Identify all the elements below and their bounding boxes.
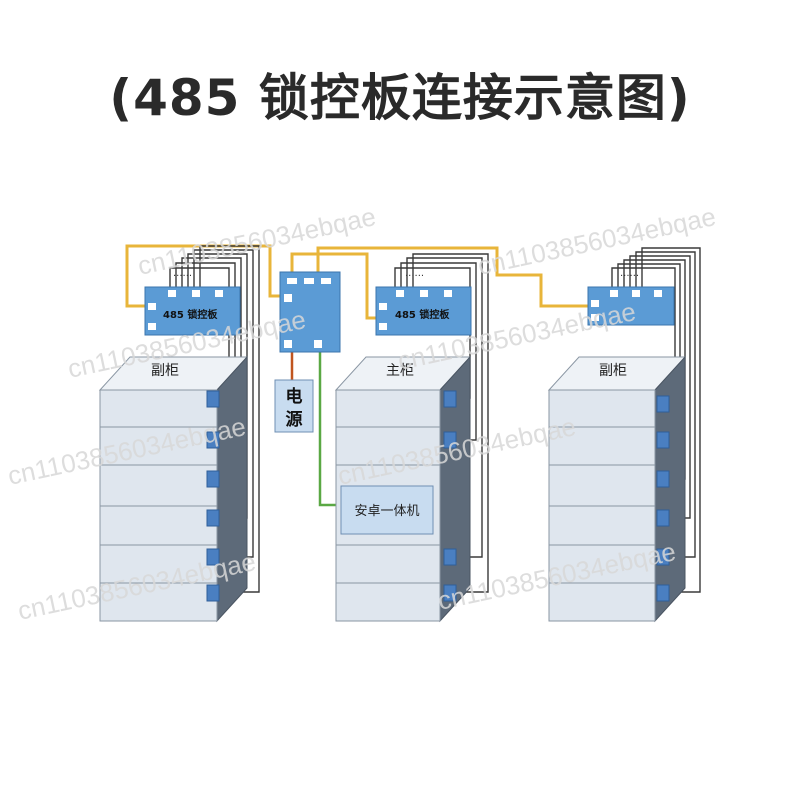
android-terminal bbox=[340, 485, 434, 535]
power-supply-label-2: 源 bbox=[286, 409, 303, 430]
lock-unit bbox=[656, 431, 670, 449]
lock-unit bbox=[443, 548, 457, 566]
lock-unit bbox=[206, 548, 220, 566]
lock-unit bbox=[656, 584, 670, 602]
power-supply: 电 源 bbox=[274, 379, 314, 433]
rs485-bus-wires bbox=[125, 244, 593, 320]
dots-label-main: ...... bbox=[405, 268, 424, 279]
page-title: (485 锁控板连接示意图) bbox=[109, 69, 691, 127]
sub-cabinet-right: 副柜 bbox=[547, 355, 687, 623]
lock-unit bbox=[206, 390, 220, 408]
sub-cabinet-left: 副柜 bbox=[98, 355, 249, 623]
lock-unit bbox=[443, 431, 457, 449]
lock-unit bbox=[443, 584, 457, 602]
main-cabinet-label: 主柜 bbox=[386, 363, 414, 379]
main-cabinet: 安卓一体机 主柜 bbox=[334, 355, 472, 623]
lock-board-main-label: 485 锁控板 bbox=[395, 308, 450, 321]
lock-unit bbox=[206, 431, 220, 449]
sub-cabinet-right-label: 副柜 bbox=[599, 363, 627, 379]
watermark-text: cn1103856034ebqae bbox=[135, 201, 378, 281]
lock-board-left-label: 485 锁控板 bbox=[163, 308, 218, 321]
dots-label-right: ...... bbox=[620, 268, 639, 279]
lock-unit bbox=[656, 548, 670, 566]
lock-unit bbox=[656, 470, 670, 488]
lock-unit bbox=[443, 390, 457, 408]
dots-label-left: ...... bbox=[173, 268, 192, 279]
power-supply-label-1: 电 bbox=[286, 386, 303, 407]
lock-unit bbox=[656, 395, 670, 413]
lock-unit bbox=[656, 509, 670, 527]
lock-unit bbox=[206, 584, 220, 602]
lock-board-left: 485 锁控板 bbox=[144, 286, 241, 336]
android-terminal-label: 安卓一体机 bbox=[354, 504, 419, 519]
lock-unit bbox=[206, 509, 220, 527]
lock-board-main: 485 锁控板 bbox=[375, 286, 472, 336]
lock-board-right bbox=[587, 286, 675, 326]
watermark-text: cn1103856034ebqae bbox=[475, 201, 718, 281]
center-controller-board bbox=[279, 271, 341, 353]
lock-unit bbox=[206, 470, 220, 488]
signal-wire bbox=[318, 352, 341, 507]
sub-cabinet-left-label: 副柜 bbox=[151, 363, 179, 379]
